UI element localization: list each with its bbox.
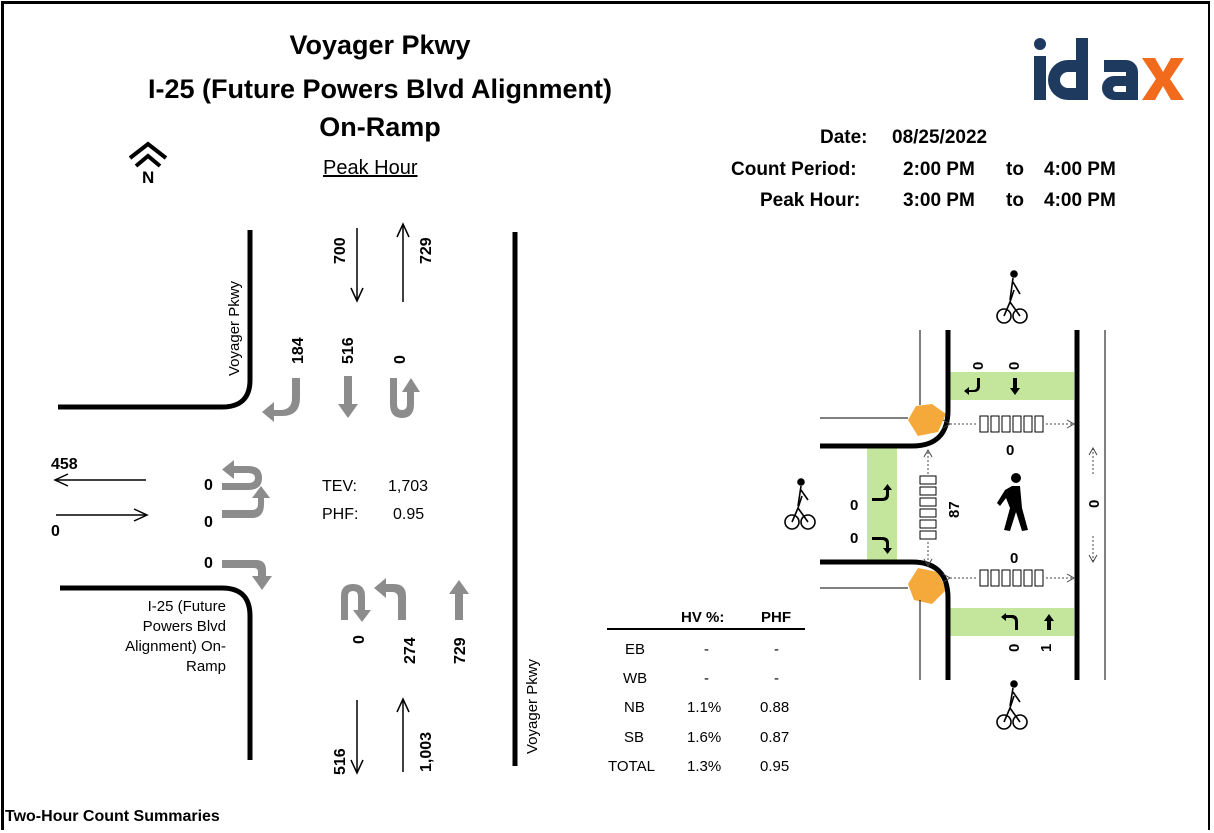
table-header-phf: PHF: [761, 609, 791, 626]
peak-hour-heading: Peak Hour: [323, 157, 418, 179]
street-west-label: I-25 (Future Powers Blvd Alignment) On- …: [86, 597, 226, 677]
street-south-label: Voyager Pkwy: [524, 658, 541, 754]
street-west-line2: Powers Blvd: [142, 618, 226, 635]
peak-start: 3:00 PM: [903, 190, 975, 211]
curb-northwest: [58, 230, 253, 410]
north-arrow-icon: [126, 140, 170, 170]
table-row-wb-hv: -: [704, 670, 709, 687]
bike-nb-left: 0: [1006, 643, 1023, 652]
table-row-sb-phf: 0.87: [760, 729, 790, 746]
tev-label: TEV:: [322, 478, 357, 495]
eb-uturn-arrow-icon: [222, 460, 262, 490]
table-row-total-dir: TOTAL: [608, 758, 655, 775]
vol-eb-left: 0: [204, 514, 213, 531]
ped-north-count: 0: [1006, 442, 1015, 459]
sb-right-arrow-icon: [262, 378, 300, 422]
peak-to: to: [1006, 190, 1024, 211]
vol-south-in: 1,003: [418, 731, 435, 772]
street-north-label: Voyager Pkwy: [226, 280, 243, 376]
nb-left-arrow-icon: [374, 578, 406, 620]
title-line3: On-Ramp: [319, 112, 441, 142]
table-row-nb-dir: NB: [624, 699, 645, 716]
bike-sb-thru: 0: [1006, 361, 1023, 370]
vol-nb-uturn: 0: [351, 635, 368, 644]
ped-east-count: 0: [1086, 499, 1103, 508]
table-row-sb-hv: 1.6%: [687, 729, 722, 746]
vol-eb-right: 0: [204, 555, 213, 572]
tev-value: 1,703: [388, 478, 429, 495]
peak-end: 4:00 PM: [1044, 190, 1116, 211]
nb-uturn-arrow-icon: [341, 584, 371, 622]
date-value: 08/25/2022: [892, 127, 988, 148]
table-row-eb-dir: EB: [625, 641, 646, 658]
bike-ped-diagram: [784, 270, 1106, 730]
vol-eb-uturn: 0: [204, 477, 213, 494]
bike-sb-right: 0: [970, 361, 987, 370]
eb-left-arrow-icon: [222, 486, 270, 518]
sb-uturn-arrow-icon: [390, 378, 420, 418]
table-row-nb-hv: 1.1%: [687, 699, 722, 716]
bike-nb-thru: 1: [1038, 643, 1055, 652]
ped-south-count: 0: [1010, 550, 1019, 567]
bike-eb-top: 0: [850, 497, 859, 514]
vol-south-out: 516: [332, 748, 349, 775]
date-label: Date:: [820, 127, 868, 148]
sb-thru-arrow-icon: [338, 376, 358, 418]
bicycle-north-icon: [996, 270, 1028, 324]
vol-sb-uturn: 0: [392, 355, 409, 364]
vol-west-in: 0: [51, 523, 60, 540]
table-row-nb-phf: 0.88: [760, 699, 790, 716]
street-west-line4: Ramp: [185, 658, 226, 675]
phf-value: 0.95: [393, 506, 425, 523]
vol-north-out: 729: [418, 237, 435, 264]
count-period-label: Count Period:: [731, 159, 857, 180]
bike-eb-bottom: 0: [850, 530, 859, 547]
table-row-wb-dir: WB: [623, 670, 648, 687]
count-end: 4:00 PM: [1044, 159, 1116, 180]
vol-sb-right: 184: [290, 337, 307, 364]
pedestrian-icon: [997, 473, 1028, 531]
footer-heading: Two-Hour Count Summaries: [5, 808, 220, 825]
count-start: 2:00 PM: [903, 159, 975, 180]
curb-southwest: [60, 585, 253, 760]
title-line2: I-25 (Future Powers Blvd Alignment): [147, 74, 613, 104]
nb-thru-arrow-icon: [449, 580, 469, 620]
table-row-wb-phf: -: [774, 670, 779, 687]
phf-label: PHF:: [322, 506, 359, 523]
vol-sb-thru: 516: [340, 337, 357, 364]
table-row-total-phf: 0.95: [760, 758, 790, 775]
vol-nb-left: 274: [402, 637, 419, 664]
eb-right-arrow-icon: [222, 560, 272, 590]
table-row-eb-phf: -: [774, 641, 779, 658]
peak-hour-label: Peak Hour:: [760, 190, 861, 211]
bicycle-west-icon: [784, 478, 816, 530]
table-row-sb-dir: SB: [624, 729, 645, 746]
idax-logo: [1026, 34, 1186, 106]
north-label: N: [142, 168, 155, 187]
title-line1: Voyager Pkwy: [289, 30, 471, 60]
count-to: to: [1006, 159, 1024, 180]
vol-nb-thru: 729: [452, 637, 469, 664]
vol-west-out: 458: [51, 456, 78, 473]
ped-west-count: 87: [946, 501, 963, 518]
street-west-line3: Alignment) On-: [125, 638, 226, 655]
vol-north-in: 700: [332, 237, 349, 264]
street-west-line1: I-25 (Future: [147, 598, 226, 615]
table-row-total-hv: 1.3%: [687, 758, 722, 775]
table-header-hv: HV %:: [681, 609, 725, 626]
bicycle-south-icon: [996, 680, 1028, 730]
table-row-eb-hv: -: [704, 641, 709, 658]
